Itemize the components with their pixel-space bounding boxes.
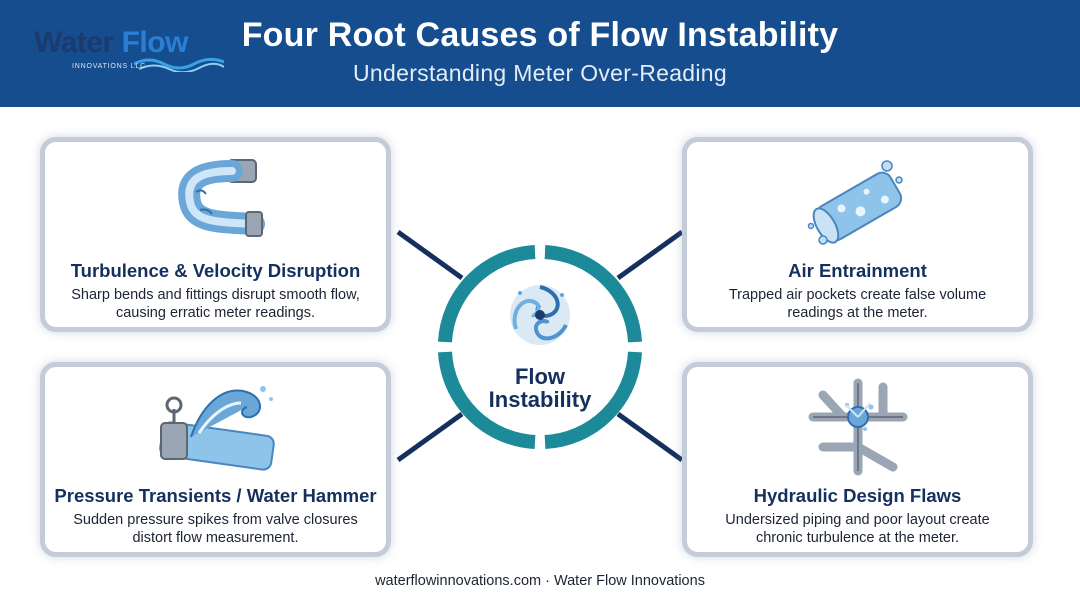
hub-label: Flow Instability (440, 365, 640, 411)
connector-bottom-left (396, 411, 464, 463)
logo-wordmark: Water Flow (34, 26, 188, 60)
logo-subtext: INNOVATIONS LLC (72, 63, 146, 70)
logo-word-water: Water (34, 26, 114, 59)
header-banner: Water Flow INNOVATIONS LLC Four Root Cau… (0, 0, 1080, 107)
card-turbulence[interactable]: Turbulence & Velocity Disruption Sharp b… (40, 137, 391, 332)
connector-top-right (616, 229, 684, 281)
pipe-network-icon (808, 378, 907, 476)
bubbling-pipe-icon (807, 160, 903, 245)
page-title: Four Root Causes of Flow Instability (241, 16, 839, 54)
card-title: Air Entrainment (788, 260, 927, 281)
swirl-icon (510, 285, 570, 345)
logo-word-flow: Flow (121, 26, 189, 59)
card-title: Pressure Transients / Water Hammer (54, 485, 377, 506)
hub-ring (438, 245, 642, 449)
hub-label-line2: Instability (488, 387, 592, 412)
card-description: Trapped air pockets create false volume … (728, 287, 987, 321)
card-description: Undersized piping and poor layout create… (725, 512, 990, 546)
water-hammer-pipe-icon (158, 386, 275, 471)
card-air-entrainment[interactable]: Air Entrainment Trapped air pockets crea… (682, 137, 1033, 332)
card-title: Turbulence & Velocity Disruption (70, 260, 361, 281)
company-logo[interactable]: Water Flow INNOVATIONS LLC (34, 26, 224, 76)
card-hydraulic-design-flaws[interactable]: Hydraulic Design Flaws Undersized piping… (682, 362, 1033, 557)
card-pressure-transients[interactable]: Pressure Transients / Water Hammer Sudde… (40, 362, 391, 557)
logo-waves-icon (134, 57, 224, 72)
connector-top-left (396, 229, 464, 281)
card-description: Sudden pressure spikes from valve closur… (73, 512, 358, 546)
bent-pipe-icon (177, 159, 265, 237)
hub-label-line1: Flow (514, 364, 566, 389)
page-subtitle: Understanding Meter Over-Reading (353, 60, 727, 86)
card-title: Hydraulic Design Flaws (753, 485, 962, 506)
connector-bottom-right (616, 411, 684, 463)
footer-credit[interactable]: waterflowinnovations.com · Water Flow In… (375, 573, 705, 589)
card-description: Sharp bends and fittings disrupt smooth … (71, 287, 360, 321)
